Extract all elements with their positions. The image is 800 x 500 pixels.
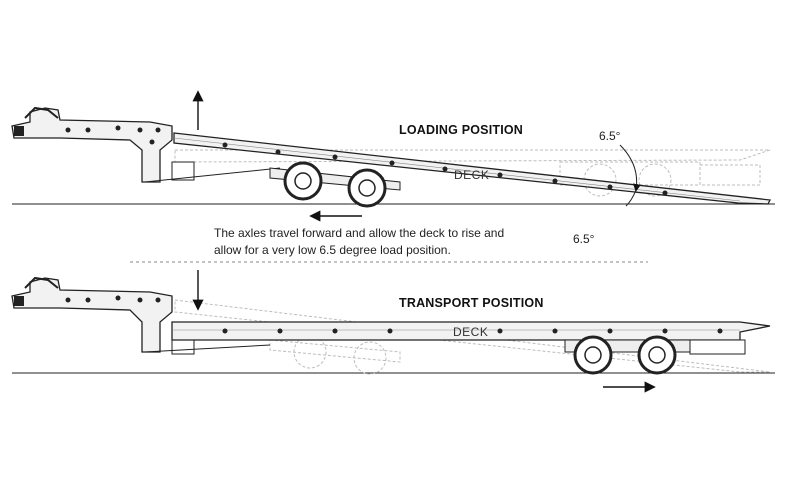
ghost-loading-outline-bottom xyxy=(174,299,771,375)
deck-label-bottom: DECK xyxy=(453,325,488,339)
description-line-1: The axles travel forward and allow the d… xyxy=(214,226,505,240)
angle-label-lower: 6.5° xyxy=(573,232,595,246)
deck-label-top: DECK xyxy=(454,168,489,182)
transport-position-title: TRANSPORT POSITION xyxy=(399,296,544,310)
transport-position-view: DECK TRANSPORT POSITION xyxy=(11,270,775,393)
angle-arc-lower xyxy=(625,189,637,207)
loading-position-view: DECK LOADING POSITION 6.5° 6.5° xyxy=(11,90,775,246)
angle-label-upper: 6.5° xyxy=(599,129,621,143)
axles-forward xyxy=(269,161,401,208)
loading-position-title: LOADING POSITION xyxy=(399,123,523,137)
axles-rear xyxy=(564,335,746,375)
description-note: The axles travel forward and allow the d… xyxy=(214,225,554,259)
gooseneck-top xyxy=(11,106,281,183)
gooseneck-bottom xyxy=(11,276,271,355)
description-line-2: allow for a very low 6.5 degree load pos… xyxy=(214,243,451,257)
deck-level: DECK xyxy=(171,321,771,341)
angle-arc-upper xyxy=(619,144,641,192)
deck-tilted: DECK xyxy=(173,132,771,205)
